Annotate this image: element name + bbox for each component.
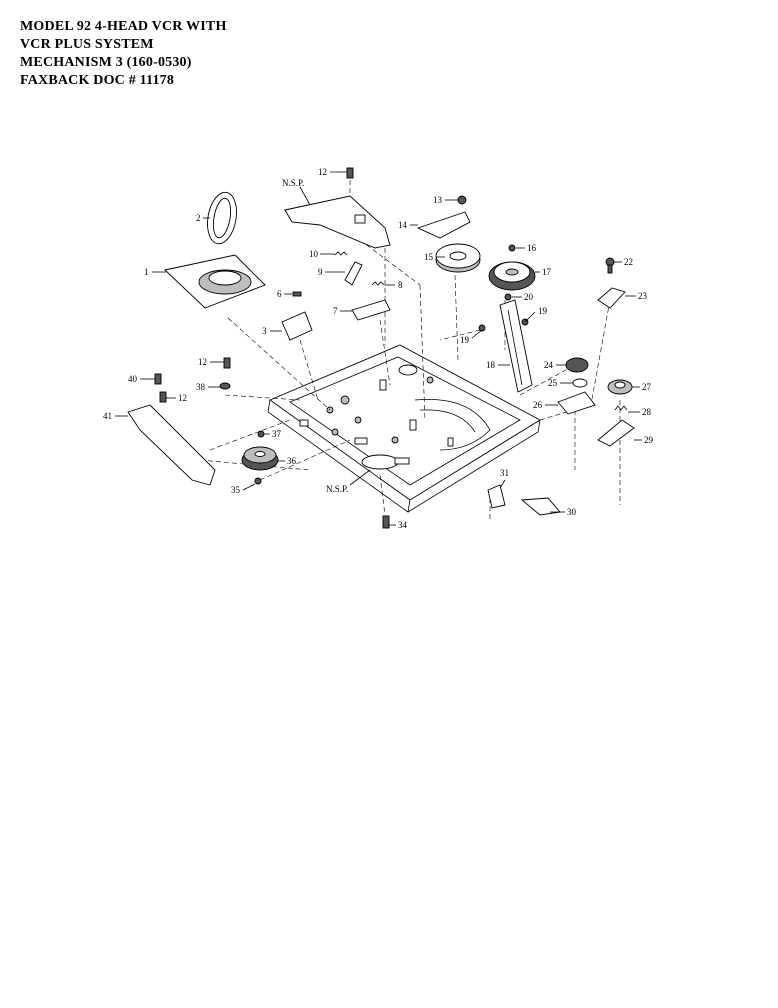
part-12-screw-left <box>223 357 231 369</box>
callout-12-left: 12 <box>198 357 207 367</box>
callout-19-right: 19 <box>538 306 548 316</box>
part-23-lever <box>597 287 626 309</box>
part-25-washer <box>572 378 588 388</box>
part-16-washer <box>508 244 516 252</box>
part-3-assembly <box>281 311 313 341</box>
part-41-long-bracket <box>127 404 216 486</box>
part-6-screw <box>292 291 302 297</box>
callout-34: 34 <box>398 520 408 530</box>
callout-19-left: 19 <box>460 335 470 345</box>
part-15-gear <box>435 243 481 273</box>
callout-28: 28 <box>642 407 652 417</box>
part-10-spring <box>334 251 348 256</box>
callout-10: 10 <box>309 249 319 259</box>
part-17-gear <box>488 261 536 291</box>
callout-20: 20 <box>524 292 534 302</box>
callout-6: 6 <box>277 289 282 299</box>
part-nsp-top-bracket <box>284 195 391 249</box>
callout-40: 40 <box>128 374 138 384</box>
callout-17: 17 <box>542 267 552 277</box>
callout-3: 3 <box>262 326 267 336</box>
part-31-bracket <box>487 484 506 509</box>
callout-27: 27 <box>642 382 652 392</box>
callout-24: 24 <box>544 360 554 370</box>
part-38-washer <box>219 382 231 390</box>
part-12-screw-left-2 <box>159 391 167 403</box>
callout-2: 2 <box>196 213 201 223</box>
callout-16: 16 <box>527 243 537 253</box>
callout-26: 26 <box>533 400 543 410</box>
callout-14: 14 <box>398 220 408 230</box>
part-37-washer <box>257 430 265 438</box>
part-27-gear <box>607 379 633 395</box>
callout-25: 25 <box>548 378 558 388</box>
callout-37: 37 <box>272 429 282 439</box>
callout-38: 38 <box>196 382 206 392</box>
part-1-motor-plate <box>164 254 266 309</box>
part-8-spring <box>371 281 385 286</box>
callout-31: 31 <box>500 468 509 478</box>
header-line-faxback: FAXBACK DOC # 11178 <box>20 73 175 88</box>
leader-lines <box>115 171 642 526</box>
part-7-lever <box>351 299 391 321</box>
part-36-pulley <box>241 446 279 471</box>
part-2-belt <box>207 191 237 245</box>
callout-9: 9 <box>318 267 323 277</box>
part-26-bracket <box>557 391 596 415</box>
part-40-screw <box>154 373 162 385</box>
header-line-model: MODEL 92 4-HEAD VCR WITH <box>20 19 227 34</box>
part-29-arm <box>597 419 635 447</box>
document-header: MODEL 92 4-HEAD VCR WITH VCR PLUS SYSTEM… <box>20 18 227 90</box>
part-22-screw <box>605 257 615 274</box>
main-chassis <box>267 344 541 513</box>
callout-15: 15 <box>424 252 434 262</box>
callout-29: 29 <box>644 435 654 445</box>
callout-36: 36 <box>287 456 297 466</box>
callout-41: 41 <box>103 411 112 421</box>
callout-labels: 1 2 3 6 7 8 9 10 12 13 14 15 16 17 18 19… <box>103 167 654 530</box>
callout-12-top: 12 <box>318 167 327 177</box>
part-14-bracket <box>416 211 471 239</box>
header-line-system: VCR PLUS SYSTEM <box>20 37 154 52</box>
callout-12-left-2: 12 <box>178 393 187 403</box>
part-18-slide-arm <box>499 299 533 393</box>
part-12-screw-top <box>346 167 354 179</box>
callout-1: 1 <box>144 267 149 277</box>
callout-30-right: 30 <box>567 507 577 517</box>
callout-13: 13 <box>433 195 443 205</box>
nsp-label-top: N.S.P. <box>282 178 304 188</box>
nsp-label-bottom: N.S.P. <box>326 484 348 494</box>
callout-22: 22 <box>624 257 633 267</box>
part-28-spring <box>614 405 628 411</box>
part-35-washer <box>254 477 262 485</box>
part-34-screw <box>382 515 390 529</box>
callout-8: 8 <box>398 280 403 290</box>
header-line-mechanism: MECHANISM 3 (160-0530) <box>20 55 192 70</box>
part-30-arm <box>520 497 561 516</box>
part-20-pin <box>504 293 512 301</box>
part-9-lever <box>344 261 363 286</box>
callout-35: 35 <box>231 485 241 495</box>
callout-18: 18 <box>486 360 496 370</box>
callout-23: 23 <box>638 291 648 301</box>
callout-7: 7 <box>333 306 338 316</box>
part-24-gear <box>565 357 589 373</box>
part-13-screw <box>457 195 467 205</box>
